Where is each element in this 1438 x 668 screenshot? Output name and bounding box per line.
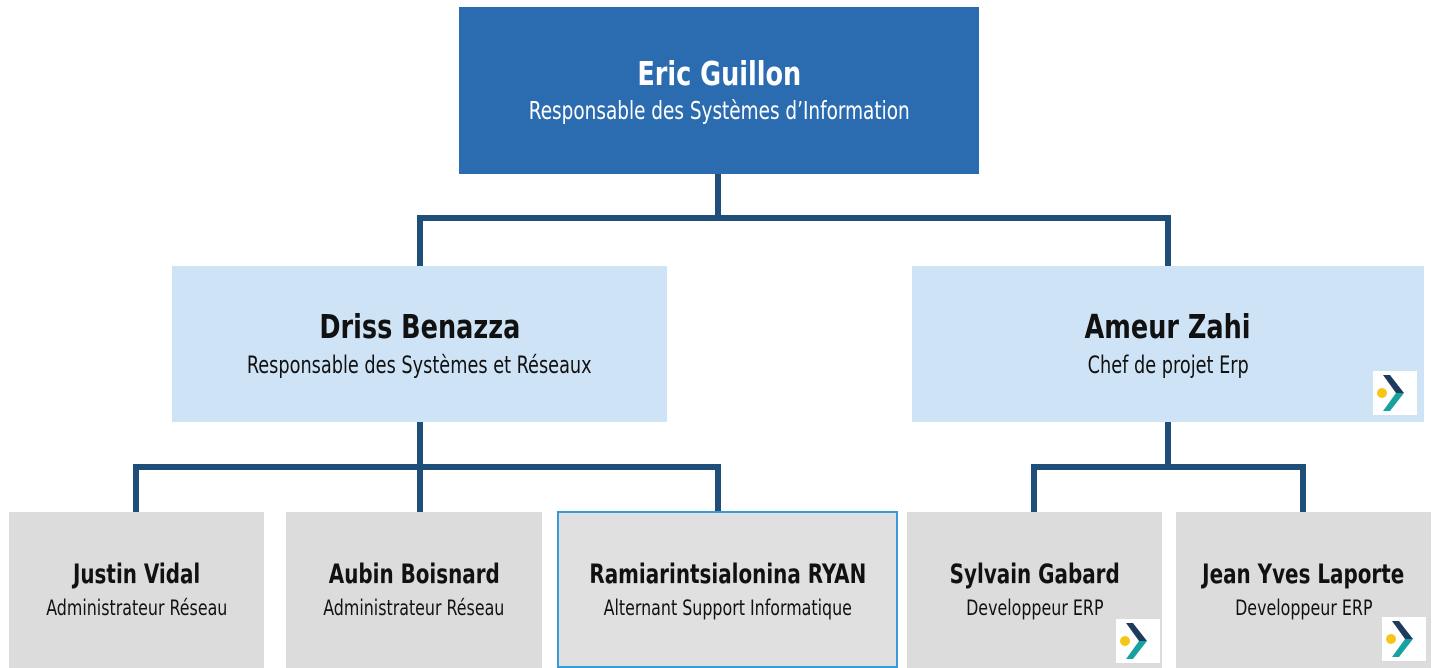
logo-badge-icon — [1116, 619, 1160, 663]
node-role: Chef de projet Erp — [1087, 351, 1249, 379]
node-role: Alternant Support Informatique — [603, 595, 852, 620]
logo-badge-icon — [1382, 617, 1426, 661]
node-name: Aubin Boisnard — [328, 559, 500, 590]
node-name: Eric Guillon — [637, 53, 801, 93]
node-name: Jean Yves Laporte — [1202, 559, 1405, 590]
node-role: Developpeur ERP — [965, 596, 1104, 620]
node-top: Eric Guillon Responsable des Systèmes d’… — [459, 7, 979, 174]
node-staff-justin: Justin Vidal Administrateur Réseau — [9, 512, 264, 668]
node-name: Ameur Zahi — [1084, 307, 1252, 346]
node-role: Administrateur Réseau — [45, 596, 228, 620]
connector-ameur-to-staff — [1031, 419, 1306, 515]
logo-badge-icon — [1373, 371, 1417, 415]
node-name: Sylvain Gabard — [949, 559, 1120, 590]
connector-top-to-managers — [417, 171, 1171, 269]
node-staff-sylvain: Sylvain Gabard Developpeur ERP — [907, 512, 1162, 668]
connector-driss-to-staff — [133, 419, 721, 515]
node-role: Responsable des Systèmes d’Information — [528, 95, 910, 125]
node-staff-aubin: Aubin Boisnard Administrateur Réseau — [286, 512, 542, 668]
node-role: Responsable des Systèmes et Réseaux — [247, 351, 592, 379]
node-name: Justin Vidal — [72, 559, 201, 590]
node-name: Ramiarintsialonina RYAN — [589, 558, 866, 590]
node-manager-ameur: Ameur Zahi Chef de projet Erp — [912, 266, 1424, 422]
node-role: Administrateur Réseau — [323, 596, 505, 620]
node-manager-driss: Driss Benazza Responsable des Systèmes e… — [172, 266, 667, 422]
node-staff-ryan: Ramiarintsialonina RYAN Alternant Suppor… — [557, 511, 898, 668]
node-name: Driss Benazza — [319, 307, 520, 346]
node-role: Developpeur ERP — [1234, 596, 1373, 620]
